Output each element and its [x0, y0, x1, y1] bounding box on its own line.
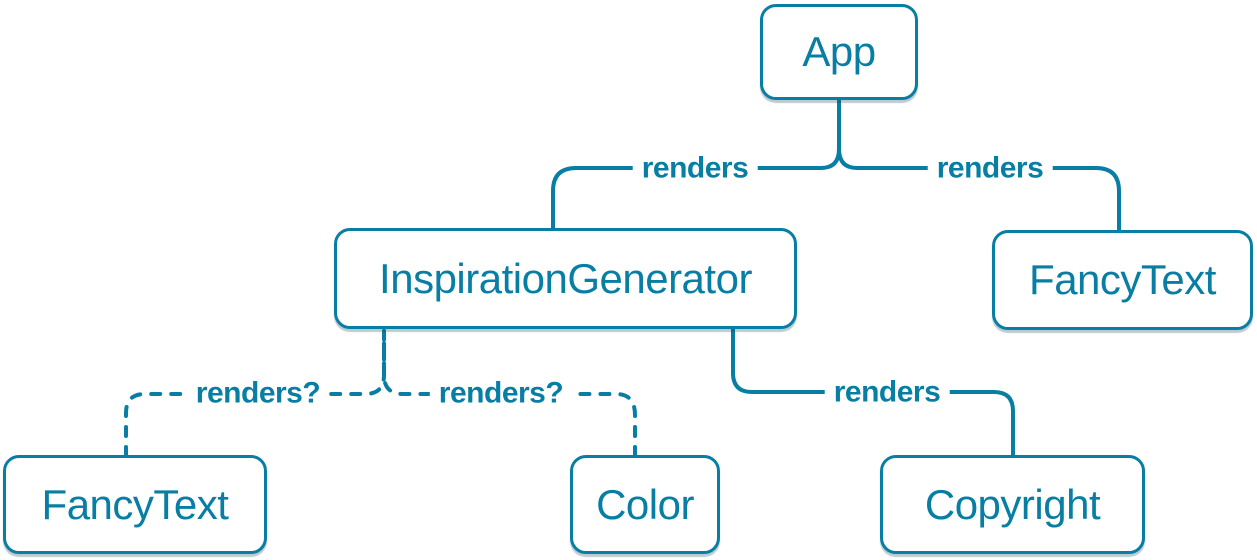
node-label: InspirationGenerator: [379, 254, 752, 302]
node-copyright: Copyright: [880, 455, 1145, 554]
node-fancy-text: FancyText: [3, 455, 267, 554]
node-label: Color: [596, 480, 694, 528]
edge-label-renders: renders: [927, 151, 1053, 185]
node-color: Color: [570, 455, 720, 554]
node-inspiration-generator: InspirationGenerator: [334, 228, 797, 329]
edge-label-renders: renders: [824, 375, 950, 409]
node-label: Copyright: [924, 480, 1101, 528]
node-app: App: [760, 4, 918, 100]
node-label: App: [802, 28, 876, 75]
edge-label-renders-question: renders?: [186, 376, 330, 410]
node-fancy-text: FancyText: [992, 230, 1253, 330]
edge-label-renders-question: renders?: [429, 376, 573, 410]
node-label: FancyText: [41, 480, 229, 528]
edge-label-renders: renders: [632, 151, 758, 185]
node-label: FancyText: [1029, 256, 1216, 303]
